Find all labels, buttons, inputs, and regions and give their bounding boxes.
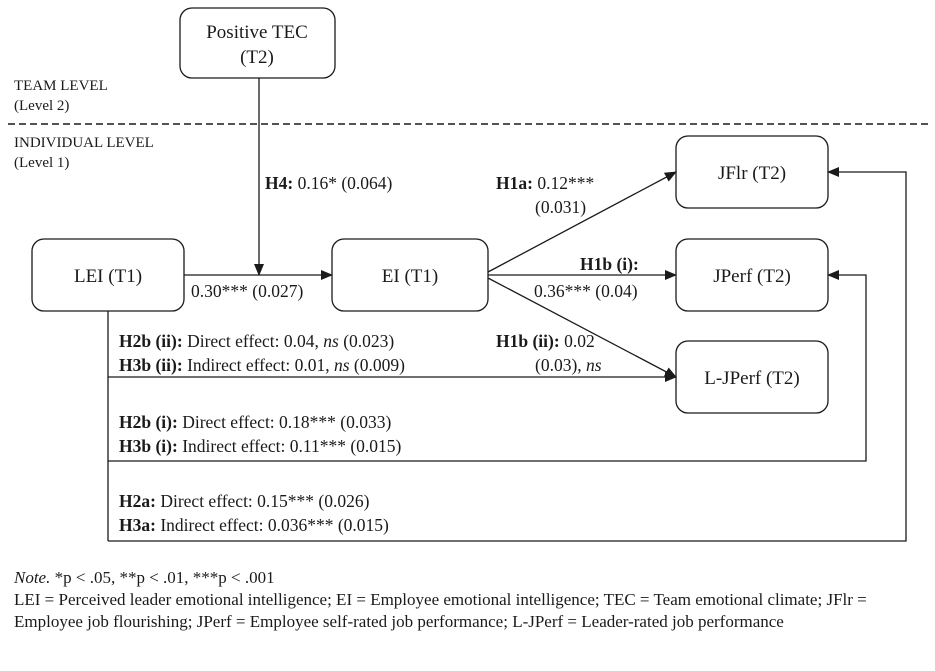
lei-ei-coefficient: 0.30*** (0.027) [191, 281, 303, 301]
tec-label-line1: Positive TEC [206, 22, 308, 43]
h1b-ii-label: H1b (ii): 0.02 [496, 331, 595, 351]
jperf-label: JPerf (T2) [713, 266, 791, 287]
arrow-lei-jperf [108, 270, 867, 462]
h3b-ii-label: H3b (ii): Indirect effect: 0.01, ns (0.0… [119, 355, 405, 375]
team-level-title: TEAM LEVEL [14, 78, 108, 94]
tec-label-line2: (T2) [240, 47, 274, 68]
ljperf-label: L-JPerf (T2) [704, 368, 800, 389]
individual-level-title: INDIVIDUAL LEVEL [14, 135, 154, 151]
h4-label: H4: 0.16* (0.064) [265, 173, 393, 193]
ei-label: EI (T1) [382, 266, 438, 287]
jflr-label: JFlr (T2) [718, 163, 786, 184]
tec-box [179, 7, 336, 79]
h2b-i-label: H2b (i): Direct effect: 0.18*** (0.033) [119, 412, 391, 432]
note-significance-text: *p < .05, **p < .01, ***p < .001 [50, 568, 275, 587]
h1b-i-label: H1b (i): [580, 254, 639, 274]
note-significance: Note. *p < .05, **p < .01, ***p < .001 [14, 567, 929, 589]
h1b-i-coefficient: 0.36*** (0.04) [534, 281, 638, 301]
h1a-se: (0.031) [535, 197, 586, 217]
figure-note: Note. *p < .05, **p < .01, ***p < .001 L… [14, 567, 929, 633]
lei-label: LEI (T1) [74, 266, 142, 287]
arrow-ei-jflr [487, 171, 677, 273]
note-abbreviations: LEI = Perceived leader emotional intelli… [14, 590, 867, 631]
h3b-i-label: H3b (i): Indirect effect: 0.11*** (0.015… [119, 436, 402, 456]
team-level-sub: (Level 2) [14, 98, 69, 114]
h1b-ii-se: (0.03), ns [535, 355, 602, 375]
h1a-label: H1a: 0.12*** [496, 173, 594, 193]
individual-level-sub: (Level 1) [14, 155, 69, 171]
path-diagram: TEAM LEVEL (Level 2) INDIVIDUAL LEVEL (L… [8, 7, 932, 542]
h3a-label: H3a: Indirect effect: 0.036*** (0.015) [119, 515, 389, 535]
h2b-ii-label: H2b (ii): Direct effect: 0.04, ns (0.023… [119, 331, 394, 351]
arrow-lei-jflr [108, 167, 907, 542]
note-label: Note. [14, 568, 51, 587]
arrow-ei-ljperf [487, 277, 677, 378]
h2a-label: H2a: Direct effect: 0.15*** (0.026) [119, 491, 370, 511]
